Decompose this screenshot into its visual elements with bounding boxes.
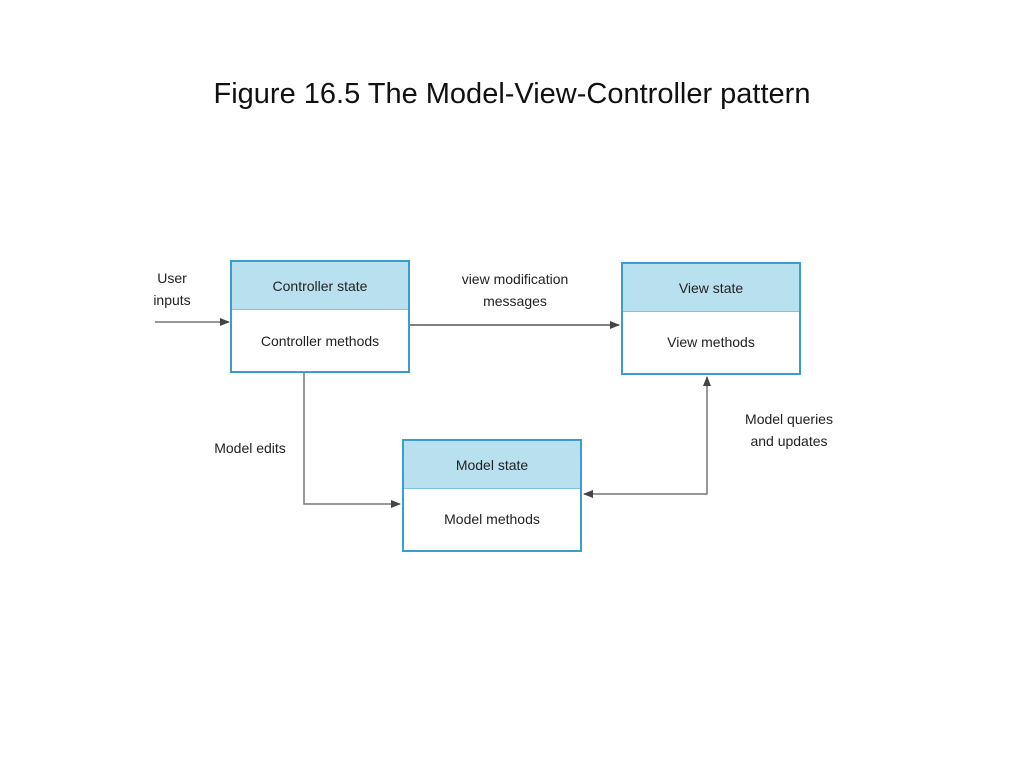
view-methods: View methods (667, 334, 755, 350)
view-modification-line-2: messages (483, 293, 547, 309)
user-inputs-line-2: inputs (153, 292, 191, 308)
view-modification-line-1: view modification (461, 271, 569, 287)
model-queries-line-2: and updates (750, 433, 828, 449)
model-edits-arrow (303, 373, 401, 508)
controller-box: Controller state Controller methods (230, 260, 410, 373)
model-queries-line-1: Model queries (745, 411, 833, 427)
view-modification-label: view modification messages (430, 268, 600, 312)
view-state: View state (623, 264, 799, 312)
user-inputs-label: User inputs (140, 267, 204, 311)
model-state: Model state (404, 441, 580, 489)
model-edits-label: Model edits (214, 440, 286, 456)
model-box: Model state Model methods (402, 439, 582, 552)
controller-state: Controller state (232, 262, 408, 310)
view-box: View state View methods (621, 262, 801, 375)
model-queries-arrow (583, 376, 711, 498)
user-inputs-line-1: User (157, 270, 187, 286)
figure-title: Figure 16.5 The Model-View-Controller pa… (213, 78, 811, 110)
model-queries-label: Model queries and updates (726, 408, 852, 452)
controller-methods: Controller methods (260, 333, 380, 349)
model-methods: Model methods (444, 511, 540, 527)
